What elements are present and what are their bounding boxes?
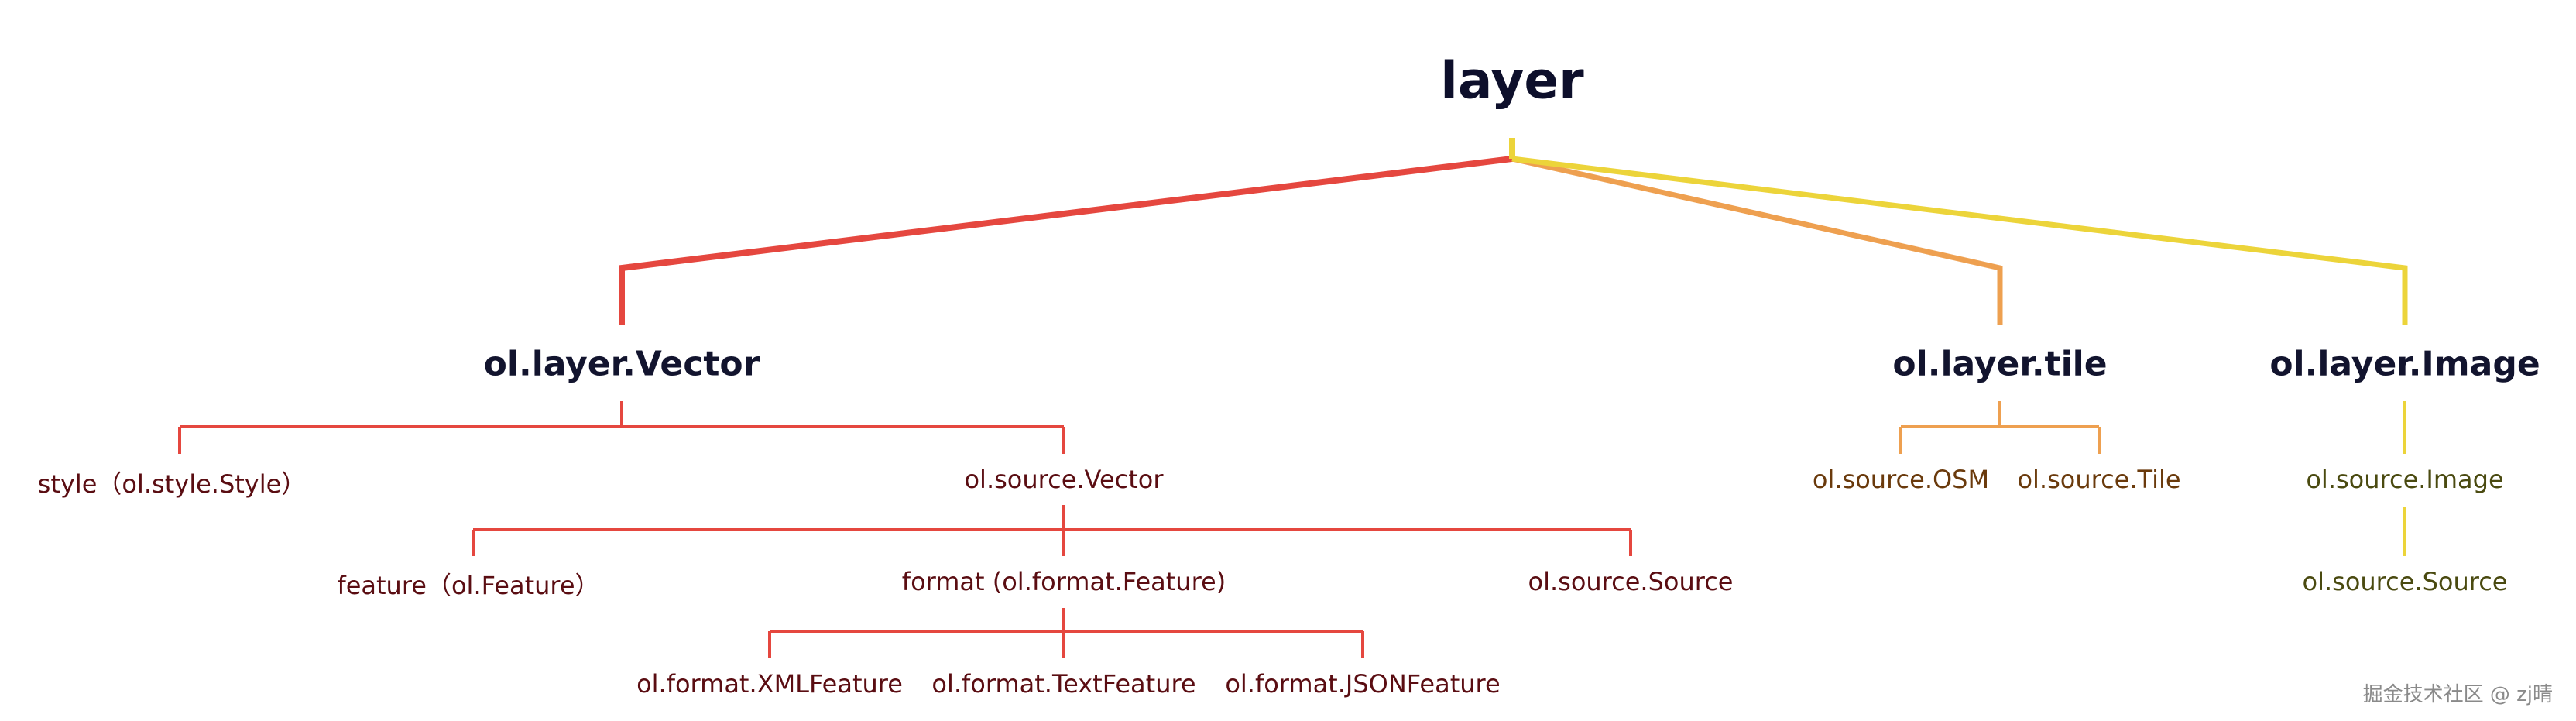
node-ol-source-source-vector: ol.source.Source [1528, 567, 1734, 596]
node-ol-layer-tile: ol.layer.tile [1892, 344, 2108, 384]
node-ol-source-vector: ol.source.Vector [964, 465, 1164, 494]
node-format: format (ol.format.Feature) [901, 567, 1226, 596]
node-xml-feature: ol.format.XMLFeature [636, 669, 903, 699]
node-ol-source-osm: ol.source.OSM [1812, 465, 1990, 494]
node-ol-layer-vector: ol.layer.Vector [483, 344, 760, 384]
edge-root-tile [1511, 156, 2003, 325]
node-style: style（ol.style.Style） [37, 469, 307, 499]
node-feature: feature（ol.Feature） [337, 571, 600, 600]
node-json-feature: ol.format.JSONFeature [1225, 669, 1501, 699]
edge-root-vector [619, 138, 1515, 325]
watermark: 掘金技术社区 @ zj晴 [2362, 683, 2553, 706]
node-ol-source-source-image: ol.source.Source [2302, 567, 2508, 596]
node-ol-source-image: ol.source.Image [2306, 465, 2504, 494]
node-ol-layer-image: ol.layer.Image [2269, 344, 2540, 384]
node-layer: layer [1440, 50, 1584, 111]
edge-root-image [1511, 156, 2408, 325]
node-ol-source-tile: ol.source.Tile [2017, 465, 2181, 494]
node-text-feature: ol.format.TextFeature [931, 669, 1196, 699]
